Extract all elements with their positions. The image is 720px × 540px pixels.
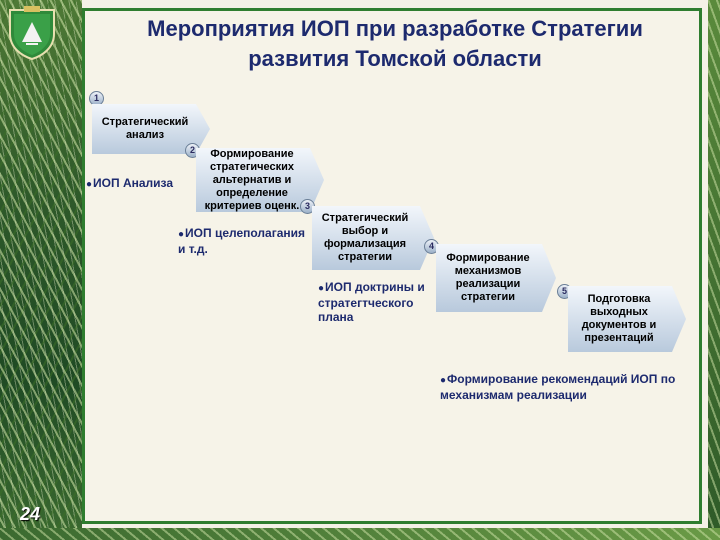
pine-photo-left <box>0 0 82 540</box>
slide-title: Мероприятия ИОП при разработке Стратегии… <box>147 16 643 71</box>
step-number-1: 1 <box>89 91 104 106</box>
page-number: 24 <box>20 504 41 524</box>
step-2-box: Формирование стратегических альтернатив … <box>196 148 324 212</box>
step-3-box: Стратегический выбор и формализация стра… <box>312 206 434 270</box>
note-goal-setting: ●ИОП целеполагания и т.д. <box>178 226 306 256</box>
step-4-box: Формирование механизмов реализации страт… <box>436 244 556 312</box>
pine-photo-right <box>708 0 720 540</box>
coat-of-arms-icon <box>9 6 55 60</box>
pine-photo-bottom <box>0 528 720 540</box>
note-analysis: ●ИОП Анализа <box>86 176 174 190</box>
step-1-box: Стратегический анализ <box>92 104 210 154</box>
step-5-box: Подготовка выходных документов и презент… <box>568 286 686 352</box>
note-doctrine: ●ИОП доктрины и стратегтческого плана <box>318 280 425 324</box>
note-recommendations: ●Формирование рекомендаций ИОП по механи… <box>440 372 676 402</box>
